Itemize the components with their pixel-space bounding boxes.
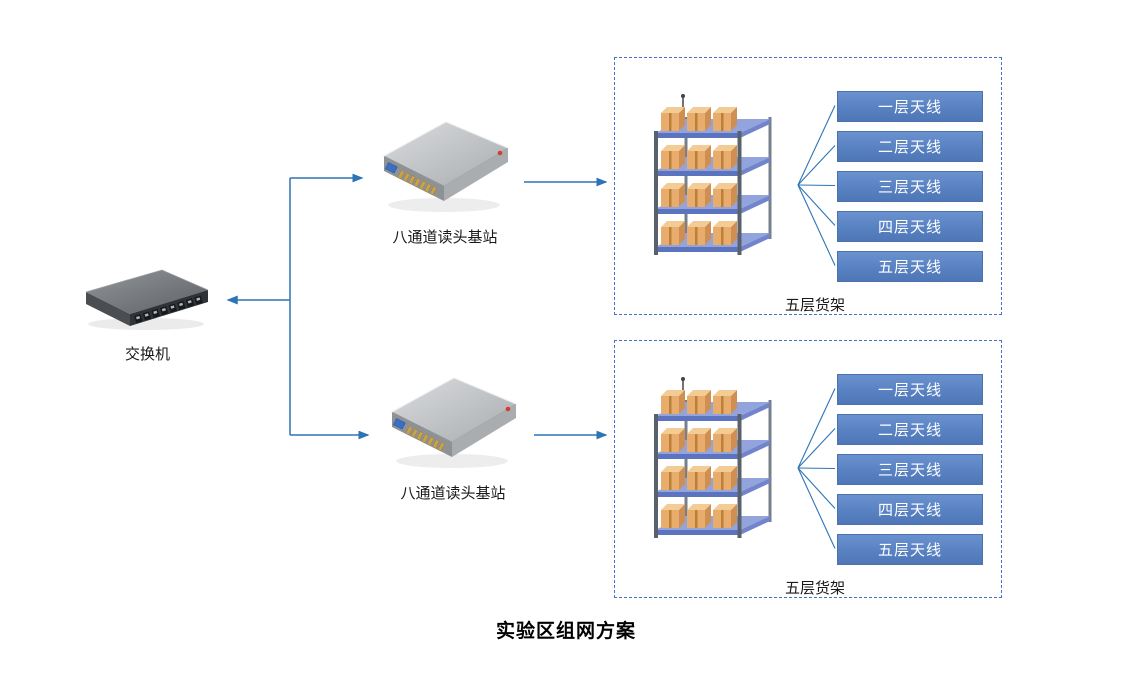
antenna-label-4: 四层天线 xyxy=(837,211,983,242)
fanout-rack-1 xyxy=(797,105,836,266)
diagram-title: 实验区组网方案 xyxy=(495,621,636,642)
switch-icon xyxy=(80,262,215,334)
reader-device-icon xyxy=(370,112,520,217)
network-switch: 交换机 xyxy=(80,262,215,364)
antenna-label-5: 五层天线 xyxy=(837,534,983,565)
rack-2-label: 五层货架 xyxy=(784,580,845,597)
antenna-label-1: 一层天线 xyxy=(837,91,983,122)
antenna-label-3: 三层天线 xyxy=(837,171,983,202)
antenna-label-3: 三层天线 xyxy=(837,454,983,485)
rack-zone-2: 五层货架 一层天线 二层天线 三层天线 四层天线 五层天线 xyxy=(614,340,1002,598)
antenna-label-2: 二层天线 xyxy=(837,414,983,445)
antenna-label-1: 一层天线 xyxy=(837,374,983,405)
shelf-rack-icon xyxy=(645,93,780,258)
shelf-rack-icon xyxy=(645,376,780,541)
reader-2-label: 八通道读头基站 xyxy=(400,485,506,502)
fanout-rack-2 xyxy=(797,388,836,549)
reader-base-station-2: 八通道读头基站 xyxy=(378,368,528,503)
reader-device-icon xyxy=(378,368,528,473)
reader-1-label: 八通道读头基站 xyxy=(392,229,498,246)
antenna-label-4: 四层天线 xyxy=(837,494,983,525)
antenna-label-2: 二层天线 xyxy=(837,131,983,162)
switch-label: 交换机 xyxy=(124,346,170,363)
rack-zone-1: 五层货架 一层天线 二层天线 三层天线 四层天线 五层天线 xyxy=(614,57,1002,315)
antenna-label-5: 五层天线 xyxy=(837,251,983,282)
rack-1-label: 五层货架 xyxy=(784,297,845,314)
reader-base-station-1: 八通道读头基站 xyxy=(370,112,520,247)
